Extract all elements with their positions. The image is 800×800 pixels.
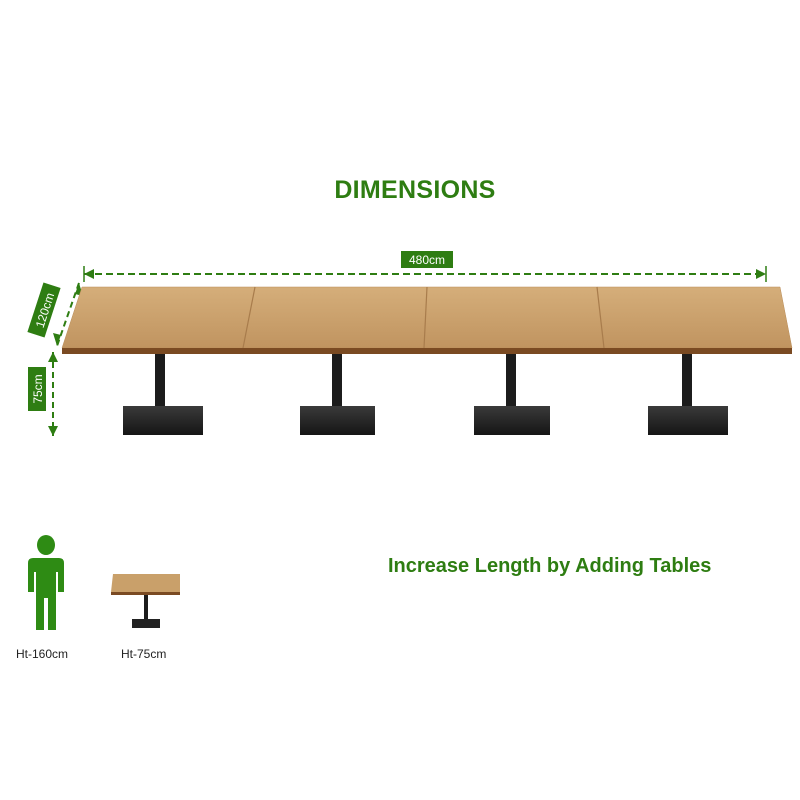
pedestal-leg <box>123 354 203 435</box>
section-seam <box>242 286 256 349</box>
tagline: Increase Length by Adding Tables <box>388 555 712 577</box>
single-table-icon <box>111 574 180 628</box>
arrow-up-icon <box>48 352 58 362</box>
width-dimension: 120cm <box>27 282 83 347</box>
height-label: 75cm <box>31 374 45 403</box>
arrow-down-icon <box>53 333 61 346</box>
arrow-left-icon <box>84 269 94 279</box>
table-edge <box>62 348 792 354</box>
length-label: 480cm <box>409 253 445 267</box>
person-silhouette-icon <box>28 535 64 630</box>
height-dimension: 75cm <box>28 352 58 436</box>
section-seam <box>423 286 428 349</box>
page-title: DIMENSIONS <box>334 176 496 204</box>
table-height-label: Ht-75cm <box>121 647 167 661</box>
pedestal-leg <box>300 354 375 435</box>
arrow-down-icon <box>48 426 58 436</box>
arrow-right-icon <box>756 269 766 279</box>
pedestal-leg <box>648 354 728 435</box>
person-height-label: Ht-160cm <box>16 647 69 661</box>
table-legs <box>123 354 728 435</box>
section-seam <box>596 286 605 349</box>
pedestal-leg <box>474 354 550 435</box>
table-top <box>61 286 793 354</box>
length-dimension: 480cm <box>83 251 767 282</box>
